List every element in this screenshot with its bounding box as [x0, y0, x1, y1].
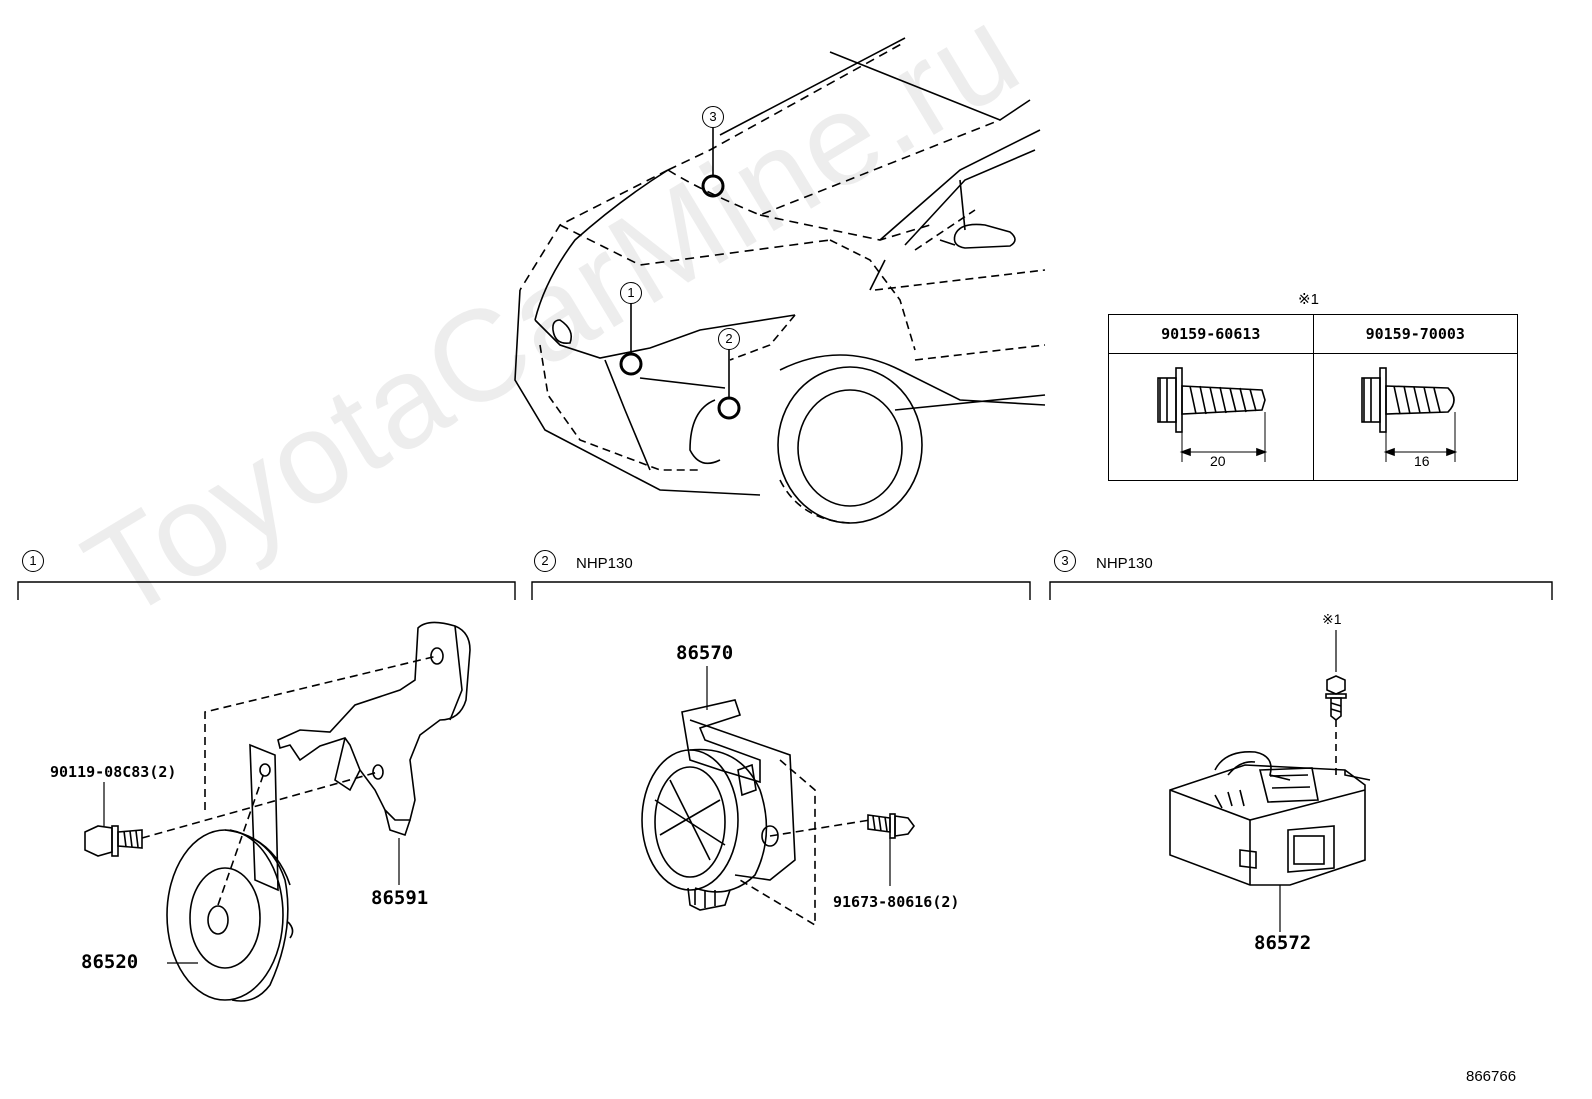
bolt-part-no: 90159-70003 — [1312, 314, 1518, 354]
section-number-1: 1 — [22, 550, 44, 572]
part-label-horn-bolt: 90119-08C83(2) — [50, 763, 177, 781]
bolt-table: 90159-60613 90159-70003 — [1108, 314, 1518, 481]
bolt-length: 16 — [1414, 453, 1430, 469]
part-label-bracket: 86591 — [371, 887, 429, 909]
bolt-part-no: 90159-60613 — [1108, 314, 1314, 354]
sounder-assembly-illustration — [641, 666, 915, 927]
part-label-ecu-bolt-mark: ※1 — [1322, 611, 1342, 627]
diagram-id: 866766 — [1466, 1068, 1517, 1085]
ecu-assembly-illustration — [1169, 630, 1371, 932]
horn-assembly-illustration — [84, 621, 471, 1002]
overview-callout-3: 3 — [702, 106, 724, 128]
car-overview-illustration — [514, 37, 1046, 524]
section-condition: NHP130 — [576, 555, 633, 572]
bolt-table-mark: ※1 — [1298, 291, 1319, 308]
section-condition: NHP130 — [1096, 555, 1153, 572]
section-brackets — [17, 581, 1553, 600]
overview-callout-2: 2 — [718, 328, 740, 350]
part-label-sounder: 86570 — [676, 642, 734, 664]
overview-callout-1: 1 — [620, 282, 642, 304]
bolt-length: 20 — [1210, 453, 1226, 469]
part-label-horn: 86520 — [81, 951, 139, 973]
section-number-3: 3 — [1054, 550, 1076, 572]
section-number-2: 2 — [534, 550, 556, 572]
part-label-sounder-bolt: 91673-80616(2) — [833, 893, 960, 911]
part-label-ecu: 86572 — [1254, 932, 1312, 954]
